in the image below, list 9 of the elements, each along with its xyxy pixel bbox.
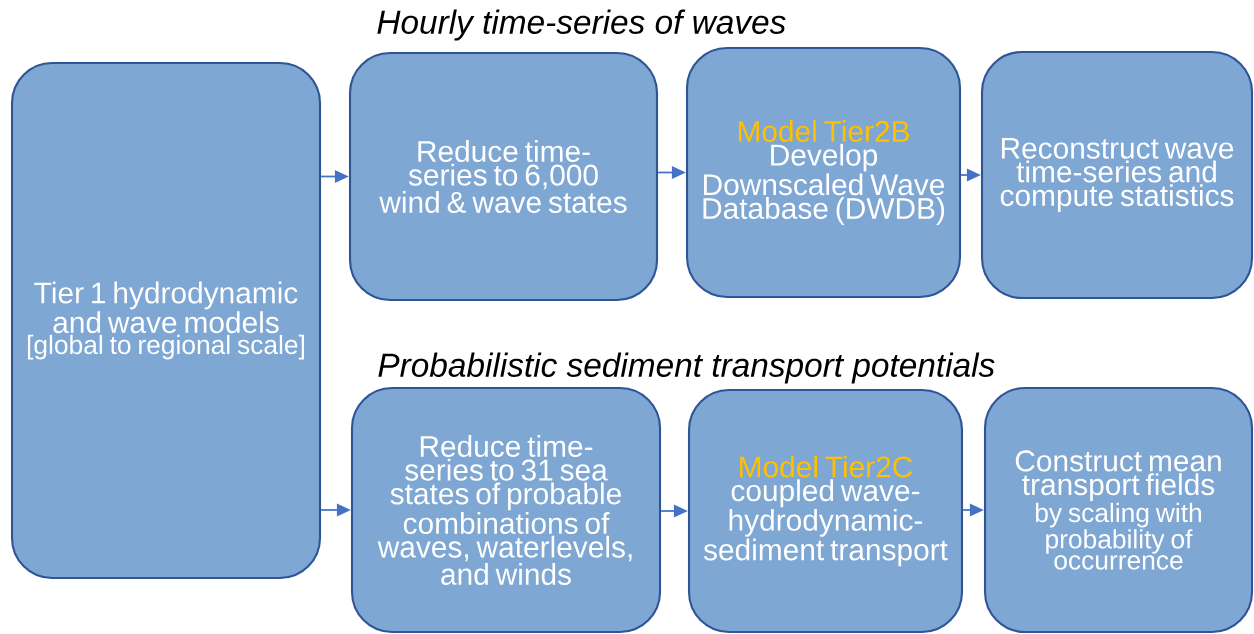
process-box: Reduce time-series to 6,000 wind & wave states (348, 51, 659, 302)
process-box: Reconstruct wave time-series and compute statistics (980, 50, 1254, 300)
process-box: Construct mean transport fields by scaling with probability of occurrence (983, 386, 1254, 634)
section-heading: Hourly time-series of waves (377, 9, 786, 41)
process-box: Reduce time-series to 31 sea states of probable combinations of waves, waterlevels, and winds (350, 386, 662, 634)
process-box: Model Tier2B Develop Downscaled Wave Database (DWDB) (685, 46, 962, 299)
process-box: Model Tier2C coupled wave-hydrodynamic-sediment transport (687, 388, 964, 634)
process-box: Tier 1 hydrodynamic and wave models [global to regional scale] (10, 61, 322, 580)
section-heading: Probabilistic sediment transport potentials (378, 352, 995, 384)
